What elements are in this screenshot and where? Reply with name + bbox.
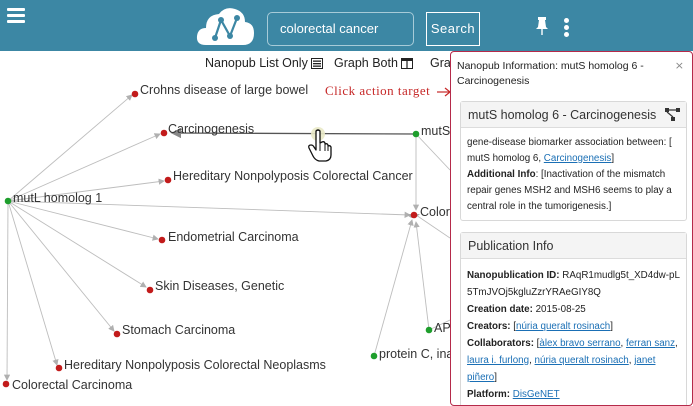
edge-mutl-skin (7, 200, 147, 288)
publication-info-body: Nanopublication ID: RAqR1mudlg5t_XD4dw-p… (467, 270, 680, 400)
collaborators-label: Collaborators: (467, 338, 534, 349)
label-protein-c[interactable]: protein C, ina (379, 347, 454, 361)
node-hnpcc[interactable] (164, 176, 172, 184)
additional-info-text: : [Inactivation of the mismatch repair g… (467, 169, 672, 212)
edge-mutl-carcinogenesis (7, 133, 161, 202)
edge-muts-offscreen (415, 133, 450, 171)
association-card-heading: mutS homolog 6 - Carcinogenesis (461, 102, 686, 128)
edge-proteinc-colorectal (373, 219, 414, 357)
label-hnpcn[interactable]: Hereditary Nonpolyposis Colorectal Neopl… (64, 358, 326, 372)
node-skin[interactable] (146, 286, 154, 294)
nanopub-list-only-toggle[interactable]: Nanopub List Only (205, 54, 323, 72)
edge-muts-carcinogenesis-highlighted[interactable] (170, 127, 417, 139)
app-logo[interactable] (196, 5, 256, 47)
label-stomach[interactable]: Stomach Carcinoma (122, 323, 236, 337)
edge-mutl-colorectal-carcinoma (3, 200, 11, 381)
collaborator-link[interactable]: ferran sanz (626, 338, 676, 349)
search-input[interactable]: colorectal cancer (267, 12, 414, 46)
association-close-bracket: ] (611, 153, 615, 164)
creators-label: Creators: (467, 321, 511, 332)
edge-ap-offscreen (428, 319, 450, 331)
graph-both-label: Graph Both (334, 56, 398, 70)
node-hnpcn[interactable] (55, 364, 63, 372)
list-icon (310, 57, 323, 69)
association-card-body: gene-disease biomarker association betwe… (461, 128, 686, 221)
edge-colorectal-offscreen (415, 214, 450, 239)
nanopub-info-panel: Nanopub Information: mutS homolog 6 - Ca… (450, 51, 693, 406)
node-mutl[interactable] (4, 197, 12, 205)
creation-date-label: Creation date: (467, 304, 533, 315)
graph-only-label: Gra (430, 56, 451, 70)
creator-link[interactable]: núria queralt rosinach (516, 321, 611, 332)
node-muts[interactable] (412, 130, 420, 138)
network-icon[interactable] (665, 108, 680, 121)
node-protein-c[interactable] (370, 352, 378, 360)
collaborator-link[interactable]: àlex bravo serrano (539, 338, 621, 349)
search-button[interactable]: Search (426, 12, 480, 46)
edge-mutl-stomach (7, 200, 115, 332)
graph-only-toggle[interactable]: Gra (430, 54, 451, 72)
collaborator-link[interactable]: núria queralt rosinach (534, 355, 629, 366)
top-navbar: colorectal cancer Search (0, 0, 693, 51)
pin-icon[interactable] (535, 17, 549, 35)
publication-info-card: Publication Info Nanopublication ID: RAq… (460, 232, 687, 405)
platform-label: Platform: (467, 389, 511, 400)
label-skin[interactable]: Skin Diseases, Genetic (155, 279, 285, 293)
label-hnpcc[interactable]: Hereditary Nonpolyposis Colorectal Cance… (173, 169, 413, 183)
split-view-icon (400, 57, 413, 69)
edge-mutl-hnpcn (7, 200, 59, 366)
label-mutl[interactable]: mutL homolog 1 (13, 191, 103, 205)
nanopub-list-only-label: Nanopub List Only (205, 56, 308, 70)
hand-cursor-icon (308, 129, 332, 162)
node-colorectal[interactable] (410, 211, 418, 219)
edge-ap-colorectal (413, 221, 430, 331)
label-ap[interactable]: AP (434, 321, 451, 335)
menu-icon[interactable] (7, 8, 25, 24)
node-endometrial[interactable] (158, 236, 166, 244)
click-target-annotation: Click action target (325, 83, 431, 98)
edge-mutl-endometrial (7, 200, 159, 241)
edge-mutl-hnpcc (7, 178, 165, 202)
more-options-icon[interactable] (564, 18, 570, 38)
node-ap[interactable] (425, 326, 433, 334)
label-colorectal-carcinoma[interactable]: Colorectal Carcinoma (12, 378, 133, 392)
publication-info-heading: Publication Info (461, 233, 686, 259)
panel-title: Nanopub Information: mutS homolog 6 - Ca… (457, 60, 644, 87)
nanopub-id-label: Nanopublication ID: (467, 270, 560, 281)
creation-date-value: 2015-08-25 (535, 304, 586, 315)
collaborator-link[interactable]: laura i. furlong (467, 355, 530, 366)
edge-mutl-colorectal (7, 200, 411, 218)
edge-mutl-crohns (7, 94, 133, 202)
label-endometrial[interactable]: Endometrial Carcinoma (168, 230, 299, 244)
label-muts[interactable]: mutS (421, 124, 451, 138)
close-icon[interactable]: × (674, 59, 684, 72)
label-carcinogenesis[interactable]: Carcinogenesis (168, 122, 255, 136)
carcinogenesis-link[interactable]: Carcinogenesis (543, 153, 612, 164)
label-crohns[interactable]: Crohns disease of large bowel (140, 83, 309, 97)
association-text: gene-disease biomarker association betwe… (467, 137, 672, 164)
association-card: mutS homolog 6 - Carcinogenesis gene-dis… (460, 101, 687, 221)
additional-info-label: Additional Info (467, 169, 536, 180)
collaborator-link[interactable]: janet piñero (467, 355, 656, 383)
node-carcinogenesis[interactable] (160, 129, 168, 137)
label-colorectal-partial[interactable]: Color (420, 205, 450, 219)
association-title: mutS homolog 6 - Carcinogenesis (468, 108, 657, 122)
node-crohns[interactable] (131, 90, 139, 98)
nanopub-graph[interactable]: Crohns disease of large bowel Carcinogen… (0, 72, 454, 406)
platform-link[interactable]: DisGeNET (512, 389, 560, 400)
graph-edges (2, 90, 450, 388)
graph-both-toggle[interactable]: Graph Both (334, 54, 413, 72)
node-stomach[interactable] (113, 330, 121, 338)
graph-nodes (2, 90, 433, 388)
nanopub-id-value: RAqR1mudlg5t_XD4dw-pL5TmJVOj5kgluZzrYRAe… (467, 270, 680, 298)
node-colorectal-carcinoma[interactable] (2, 380, 10, 388)
